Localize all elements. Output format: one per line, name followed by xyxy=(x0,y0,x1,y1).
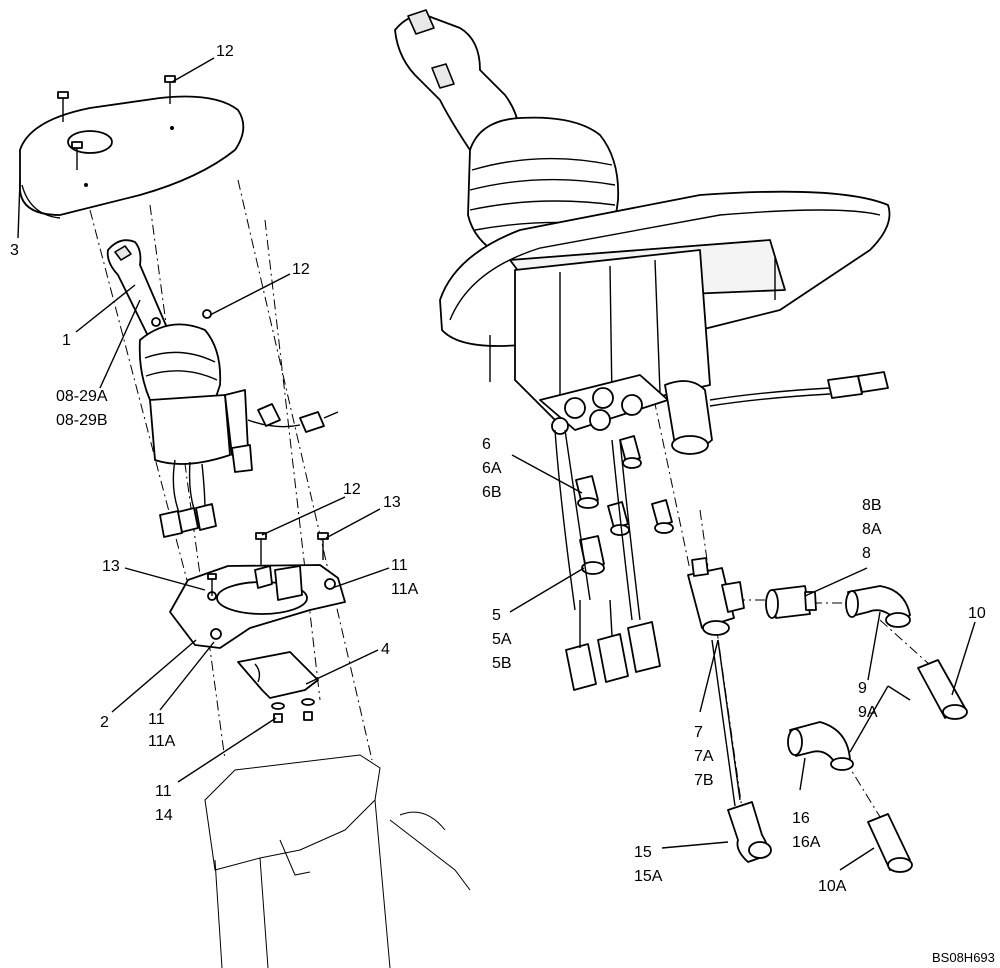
elbow-fitting-16 xyxy=(787,721,854,771)
label-2: 2 xyxy=(100,714,109,731)
label-6a: 6A xyxy=(482,460,502,477)
cover-plate xyxy=(19,95,245,219)
label-11: 11 xyxy=(155,783,172,800)
joystick-grip xyxy=(394,9,521,151)
console-base xyxy=(204,754,471,968)
left-wiring-harness xyxy=(159,403,339,538)
joystick-body xyxy=(138,309,253,473)
label-8: 8 xyxy=(862,545,871,562)
leader-lines xyxy=(17,57,976,871)
hanging-connectors xyxy=(554,429,661,691)
right-cable-connector xyxy=(709,371,889,407)
label-12: 12 xyxy=(343,481,361,498)
valve-body xyxy=(514,249,713,455)
label-14: 14 xyxy=(155,807,173,824)
label-12: 12 xyxy=(216,43,234,60)
label-6: 6 xyxy=(482,436,491,453)
cover-screws xyxy=(57,75,176,170)
label-6b: 6B xyxy=(482,484,502,501)
label-7a: 7A xyxy=(694,748,714,765)
label-11: 11 xyxy=(148,711,165,728)
left-joystick-assembly xyxy=(19,75,471,968)
bracket-screws xyxy=(207,532,329,596)
label-8a: 8A xyxy=(862,521,882,538)
label-9a: 9A xyxy=(858,704,878,721)
tee-fitting xyxy=(687,557,745,636)
label-08-29a: 08-29A xyxy=(56,388,108,405)
label-11a: 11A xyxy=(391,581,419,598)
label-4: 4 xyxy=(381,641,390,658)
label-5a: 5A xyxy=(492,631,512,648)
label-5: 5 xyxy=(492,607,501,624)
label-13: 13 xyxy=(102,558,120,575)
label-16: 16 xyxy=(792,810,810,827)
switch-plate xyxy=(237,651,319,723)
label-9: 9 xyxy=(858,680,867,697)
label-11a: 11A xyxy=(148,733,176,750)
label-7b: 7B xyxy=(694,772,714,789)
coupler-10a xyxy=(867,813,913,873)
label-15: 15 xyxy=(634,844,652,861)
label-16a: 16A xyxy=(792,834,821,851)
label-3: 3 xyxy=(10,242,19,259)
right-joystick-assembly xyxy=(394,9,968,873)
label-1: 1 xyxy=(62,332,71,349)
label-12: 12 xyxy=(292,261,310,278)
valve-fittings xyxy=(575,435,674,575)
label-13: 13 xyxy=(383,494,401,511)
label-11: 11 xyxy=(391,557,408,574)
label-08-29b: 08-29B xyxy=(56,412,108,429)
label-7: 7 xyxy=(694,724,703,741)
callout-labels: 12 3 12 1 08-29A 08-29B 12 13 13 11 11A … xyxy=(10,43,986,895)
label-10: 10 xyxy=(968,605,986,622)
joystick-lever xyxy=(106,239,169,341)
elbow-fitting-9 xyxy=(845,585,911,628)
label-10a: 10A xyxy=(818,878,847,895)
adapter-fitting xyxy=(765,585,817,619)
mounting-bracket xyxy=(169,564,346,649)
label-8b: 8B xyxy=(862,497,882,514)
label-15a: 15A xyxy=(634,868,663,885)
coupler-10 xyxy=(917,659,968,720)
elbow-fitting-15 xyxy=(727,801,772,863)
drawing-code: BS08H693 xyxy=(932,950,995,965)
label-5b: 5B xyxy=(492,655,512,672)
